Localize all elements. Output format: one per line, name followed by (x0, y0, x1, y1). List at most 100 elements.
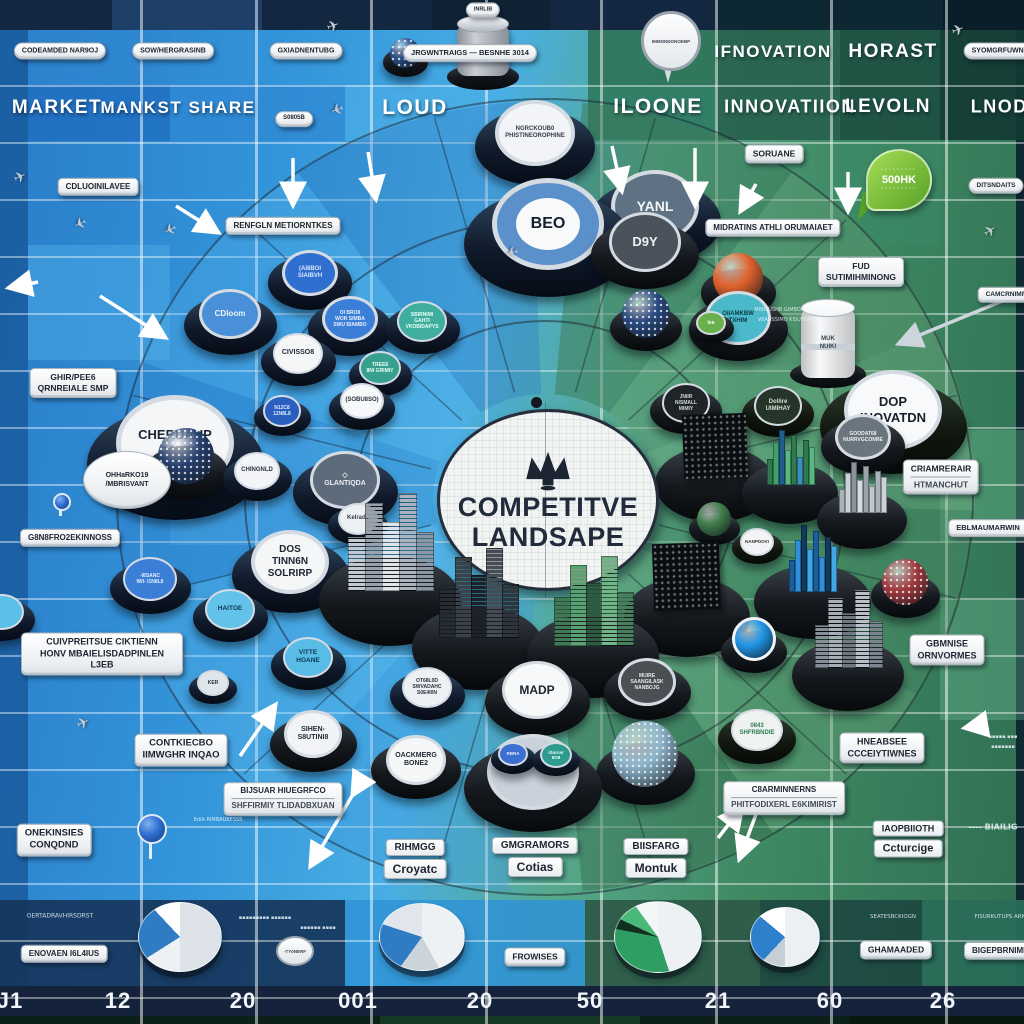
axis-label: 20 (229, 988, 257, 1013)
label-box: BIGEPBRNIMBAS (963, 941, 1024, 961)
label-box: S0805B (275, 111, 313, 127)
puck-top: (SOBU8SO) (340, 382, 384, 420)
zone-title: HORAST (848, 41, 938, 62)
puck-top: RBRA (498, 741, 528, 767)
puck-top: ◇GLANTIQDA (310, 451, 380, 509)
building-bar (569, 565, 587, 647)
label-stack-row: IAOPBIIOTH (872, 820, 944, 837)
building-bar (553, 596, 571, 647)
puck-inner-circle: BEO (516, 197, 580, 251)
faint-text: ▪▪▪▪▪▪ ▪▪▪▪ (300, 925, 336, 931)
puck-top: D9Y (609, 212, 681, 272)
label-box: FROWISES (504, 947, 566, 967)
label-stack-row: RIHMGG (385, 839, 445, 856)
crown-icon (526, 451, 570, 491)
puck-top: NANPDOVI (740, 528, 774, 556)
zone-title: MANKST SHARE (100, 98, 256, 117)
pie-chart (614, 901, 702, 973)
plane-icon: ✈ (160, 218, 180, 239)
label-stack: GMGRAMORS Cotias (491, 837, 579, 877)
building-bar (454, 557, 472, 639)
axis-label: 50 (576, 988, 604, 1013)
zone-title: LOUD (382, 96, 448, 119)
sphere-marker (622, 290, 670, 339)
label-stack-row: BIISFARG (623, 838, 689, 855)
axis-label: 60 (816, 988, 844, 1013)
faint-text: OERTADRAVHIRSDRST (26, 912, 94, 920)
mini-disc-label: -TY0NERF (276, 936, 314, 966)
bg-cell (28, 245, 170, 360)
label-stack-row: Croyatc (383, 859, 447, 879)
zone-title: ILOONE (613, 95, 703, 118)
building-bar (416, 532, 435, 591)
label-stack-row: Montuk (625, 858, 687, 878)
sphere-marker (732, 616, 776, 661)
building-bar (399, 492, 418, 591)
axis-label: 21 (704, 988, 732, 1013)
center-axis-line (545, 402, 546, 598)
faint-text: ▪▪▪▪▪▪▪▪▪ ▪▪▪▪▪▪ (238, 915, 292, 921)
label-box: SYOMGRFUWNP (963, 42, 1024, 60)
label-stack: BIISFARG Montuk (623, 838, 689, 878)
label-box: INRLIB (465, 2, 501, 18)
puck-top: CIVISSO8 (273, 332, 323, 374)
faint-text: SEATESBCKIOGN (869, 914, 917, 920)
puck-top: lea (696, 310, 726, 336)
pie-chart (750, 907, 820, 967)
building-bar (585, 582, 603, 647)
plane-icon: ✈ (980, 220, 1001, 242)
plane-icon: ✈ (70, 212, 90, 233)
label-box: GXIADNENTUBG (269, 42, 343, 60)
label-box: RENFGLN METIORNTKES (225, 216, 341, 236)
zone-title: MARKET (11, 97, 103, 118)
label-stack: RIHMGG Croyatc (383, 839, 447, 879)
spike-bar (831, 545, 837, 592)
label-stack-row: Cotias (507, 857, 563, 877)
label-stack-row: GMGRAMORS (491, 837, 579, 854)
bg-cell (112, 0, 262, 30)
spike-bar (881, 477, 887, 514)
spike-bar (809, 447, 815, 486)
sphere-marker (612, 721, 678, 788)
label-box: ENOVAEN I6L4IUS (20, 944, 108, 964)
label-box: CODEAMDED NAR9OJ (13, 42, 107, 60)
label-box: MIDRATINS ATHLI ORUMAIAET (705, 218, 841, 238)
faint-text: WIAUSSIMO KISUYGAMBE (758, 317, 822, 323)
label-box: EBLMAUMARWIN (948, 519, 1024, 537)
building-bar (347, 537, 366, 591)
building-bar (601, 555, 619, 647)
faint-text: MIBISUSHR GIMBOIDSIS NGAMIE (754, 307, 836, 313)
building-bar (364, 503, 383, 591)
building-bar (438, 588, 456, 639)
label-box: CAMCRNIMR (977, 286, 1024, 304)
map-pin-icon (137, 814, 167, 844)
faint-text: ---- BIAILIG (968, 822, 1018, 832)
faint-text: ▪▪▪▪▪▪▪ (991, 744, 1015, 750)
axis-label: 26 (929, 988, 957, 1013)
faint-text: 8dIA RIMBAUBESSS (193, 817, 243, 823)
bg-cell (850, 1016, 1024, 1024)
pie-chart (138, 902, 222, 972)
pie-chart (379, 903, 465, 971)
axis-label: 12 (104, 988, 132, 1013)
